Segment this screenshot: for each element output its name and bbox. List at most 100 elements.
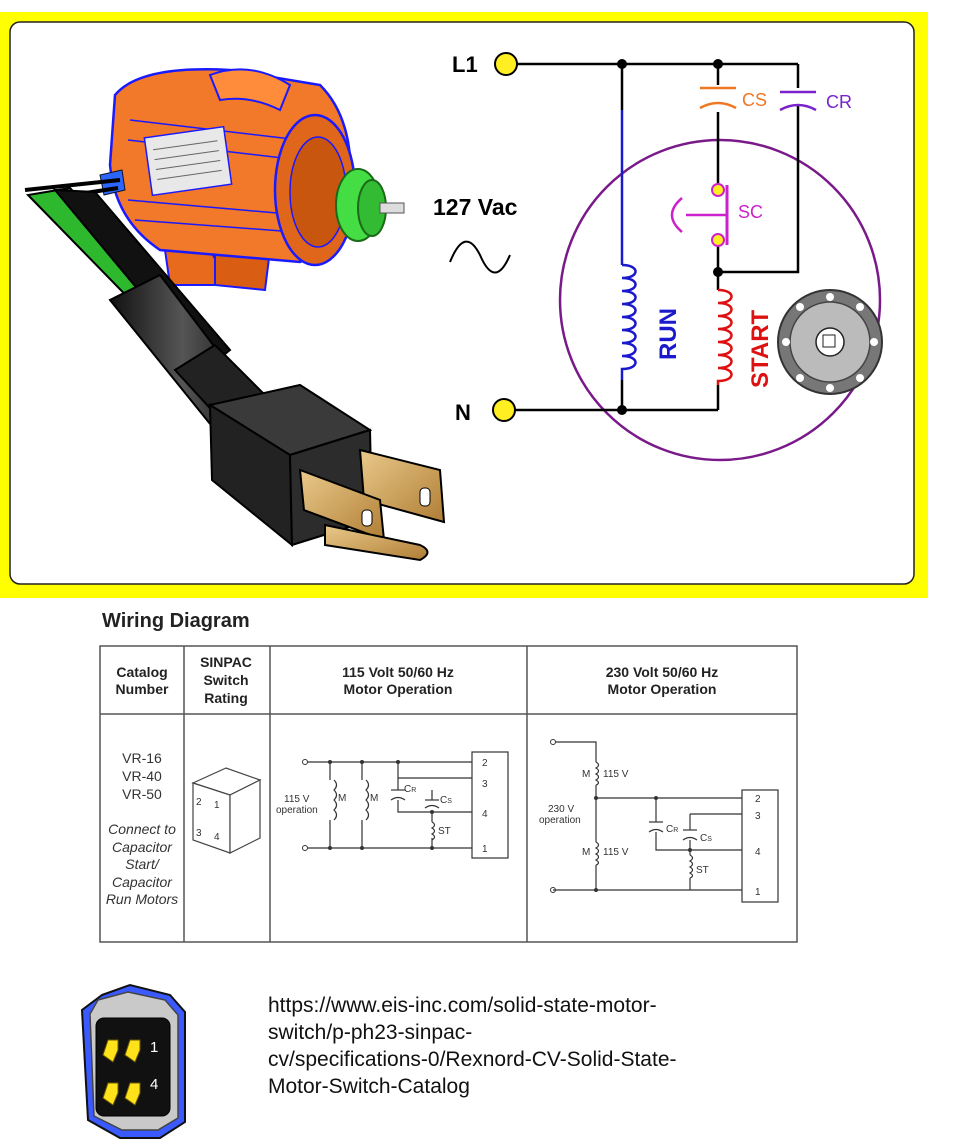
switch-pin-labels: 2 1 3 4 <box>196 797 220 843</box>
d115-voltage: 115 V <box>284 794 310 805</box>
note-line-4: Capacitor <box>112 874 173 890</box>
header-switch-line-3: Rating <box>204 690 248 706</box>
rotor <box>777 289 883 395</box>
header-115-line-1: 115 Volt 50/60 Hz <box>342 664 454 680</box>
header-115-line-2: Motor Operation <box>344 681 453 697</box>
switch-pin-3: 3 <box>196 828 202 839</box>
switch-pin-1: 1 <box>214 800 220 811</box>
d230-st: ST <box>696 865 709 876</box>
url-line-3: cv/specifications-0/Rexnord-CV-Solid-Sta… <box>268 1048 677 1071</box>
header-catalog-line-1: Catalog <box>116 664 167 680</box>
motor-schematic: L1 N 127 Vac RUN START <box>433 52 883 462</box>
url-line-1: https://www.eis-inc.com/solid-state-moto… <box>268 994 657 1017</box>
d115-m1: M <box>338 793 346 804</box>
switch-pin-4: 4 <box>214 832 220 843</box>
sc-actuator-arc <box>670 197 683 233</box>
junction-3 <box>617 405 627 415</box>
d230-m1: M <box>582 769 590 780</box>
diagram-230v: M 115 V M 115 V 230 V operation CR CS ST… <box>539 739 779 903</box>
cr-plate-2 <box>779 103 817 112</box>
d230-cr-sub: R <box>673 827 678 834</box>
label-run: RUN <box>655 308 682 360</box>
header-230-line-2: Motor Operation <box>608 681 717 697</box>
label-voltage: 127 Vac <box>433 194 518 220</box>
d230-operation: operation <box>539 815 581 826</box>
d230-term-2: 2 <box>755 794 761 805</box>
catalog-vr16: VR-16 <box>122 750 162 766</box>
label-sc: SC <box>738 202 763 222</box>
d230-cs-main: C <box>700 833 707 844</box>
d230-cr-main: C <box>666 824 673 835</box>
note-line-5: Run Motors <box>106 891 178 907</box>
d115-operation: operation <box>276 805 318 816</box>
d230-v-bottom: 115 V <box>603 847 629 858</box>
d115-term-2: 2 <box>482 758 488 769</box>
catalog-vr50: VR-50 <box>122 786 162 802</box>
wiring-table <box>99 645 798 943</box>
d230-v-top: 115 V <box>603 769 629 780</box>
start-coil <box>716 288 733 385</box>
junction-4 <box>713 267 723 277</box>
switch-big-pin-4: 4 <box>150 1076 158 1093</box>
d115-st: ST <box>438 826 451 837</box>
d115-cr-main: C <box>404 784 411 795</box>
d230-term-1: 1 <box>755 887 761 898</box>
switch-big-pin-1: 1 <box>150 1039 158 1056</box>
run-coil <box>620 263 637 380</box>
label-n: N <box>455 400 471 425</box>
d115-term-1: 1 <box>482 844 488 855</box>
d115-term-3: 3 <box>482 779 488 790</box>
note-line-3: Start/ <box>125 856 161 872</box>
d230-term-3: 3 <box>755 811 761 822</box>
d230-term-4: 4 <box>755 847 761 858</box>
header-catalog-line-2: Number <box>116 681 169 697</box>
ac-sine-icon <box>449 240 511 274</box>
d115-cr-sub: R <box>411 787 416 794</box>
catalog-cell: VR-16 VR-40 VR-50 Connect to Capacitor S… <box>106 750 178 907</box>
url-line-2: switch/p-ph23-sinpac- <box>268 1021 473 1044</box>
d230-cs-sub: S <box>707 836 712 843</box>
d115-cs: CS <box>440 795 452 806</box>
d115-term-4: 4 <box>482 809 488 820</box>
plug-ground-pin <box>324 523 429 562</box>
terminal-l1 <box>494 52 518 76</box>
motor-housing-circle <box>558 138 882 462</box>
motor-illustration <box>99 68 405 292</box>
diagram-115v: 115 V operation M M CR CS ST 2 3 4 1 <box>276 751 509 859</box>
note-line-1: Connect to <box>108 821 176 837</box>
cs-plate-2 <box>699 101 737 110</box>
switch-sketch <box>191 767 262 854</box>
label-cr: CR <box>826 92 852 112</box>
d115-cr: CR <box>404 784 416 795</box>
d230-cr: CR <box>666 824 678 835</box>
table-border <box>99 645 798 943</box>
switch-pin-2: 2 <box>196 797 202 808</box>
label-start: START <box>747 309 774 388</box>
prong-hole-2 <box>361 509 373 527</box>
header-230-line-1: 230 Volt 50/60 Hz <box>606 664 719 680</box>
header-switch-line-2: Switch <box>203 672 248 688</box>
header-switch-line-1: SINPAC <box>200 654 252 670</box>
sc-contact-top <box>711 183 725 197</box>
schematic-wires <box>515 62 800 412</box>
d115-m2: M <box>370 793 378 804</box>
power-cord <box>24 178 272 432</box>
prong-hole-1 <box>419 487 431 507</box>
motor-shaft <box>379 202 405 214</box>
note-line-2: Capacitor <box>112 839 173 855</box>
terminal-n <box>492 398 516 422</box>
d230-m2: M <box>582 847 590 858</box>
motor-top-shroud <box>208 68 292 112</box>
plug <box>207 383 446 562</box>
wiring-title: Wiring Diagram <box>102 610 250 632</box>
sc-contact-bottom <box>711 233 725 247</box>
label-cs: CS <box>742 90 767 110</box>
url-line-4: Motor-Switch-Catalog <box>268 1075 470 1098</box>
cord-wire-1 <box>24 178 121 192</box>
nameplate-lines <box>153 140 222 180</box>
d115-cs-sub: S <box>447 798 452 805</box>
junction-1 <box>617 59 627 69</box>
junction-2 <box>713 59 723 69</box>
d115-cs-main: C <box>440 795 447 806</box>
